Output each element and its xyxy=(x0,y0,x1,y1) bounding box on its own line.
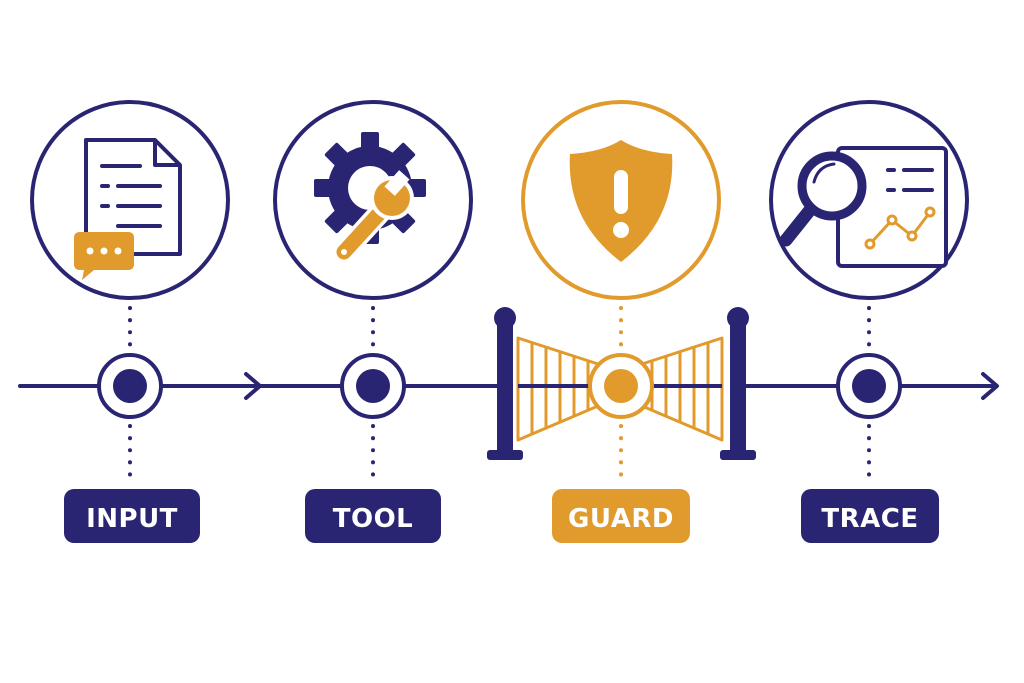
document-chat-icon xyxy=(74,138,182,280)
label-tool: TOOL xyxy=(333,504,414,534)
gate-panel-left xyxy=(516,336,600,442)
stage-tool xyxy=(273,100,473,300)
node-input xyxy=(97,353,163,419)
pill-input: INPUT xyxy=(64,489,200,543)
magnifier-report-icon xyxy=(779,146,948,268)
node-trace xyxy=(836,353,902,419)
shield-alert-icon xyxy=(569,140,673,262)
timeline-arrow-mid xyxy=(244,372,262,400)
pill-tool: TOOL xyxy=(305,489,441,543)
node-guard xyxy=(588,353,654,419)
timeline-nodes xyxy=(97,353,902,419)
pill-trace: TRACE xyxy=(801,489,939,543)
gear-wrench-icon xyxy=(314,132,426,263)
node-tool xyxy=(340,353,406,419)
pill-guard: GUARD xyxy=(552,489,690,543)
timeline-arrow-end xyxy=(981,372,999,400)
gate xyxy=(487,307,756,460)
stage-guard xyxy=(521,100,721,300)
stage-input xyxy=(30,100,230,300)
stage-trace xyxy=(769,100,969,300)
gate-post-right xyxy=(720,307,756,460)
label-trace: TRACE xyxy=(821,504,918,534)
label-input: INPUT xyxy=(86,504,178,534)
gate-panel-right xyxy=(640,336,724,442)
wrench-icon xyxy=(333,170,414,263)
label-pills: INPUT TOOL GUARD TRACE xyxy=(64,489,939,543)
connectors xyxy=(128,306,871,480)
gate-post-left xyxy=(487,307,523,460)
label-guard: GUARD xyxy=(568,504,674,534)
